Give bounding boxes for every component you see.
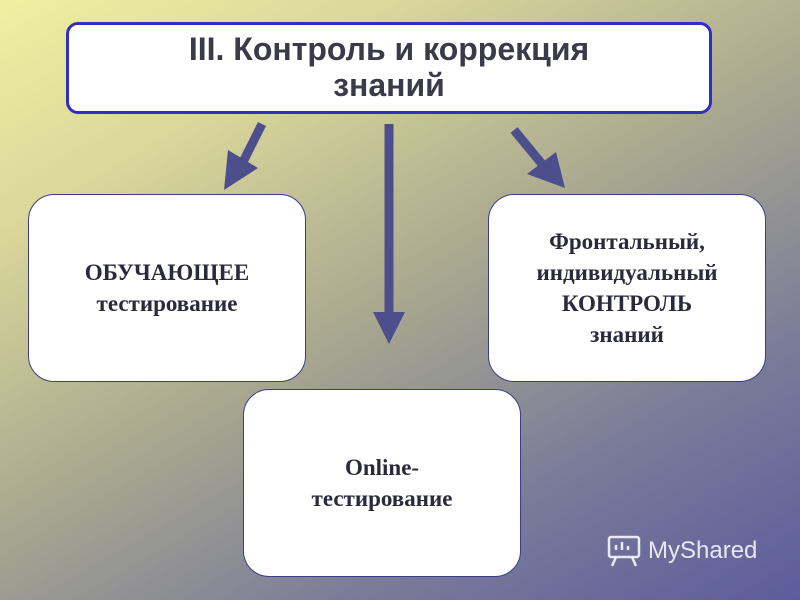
- arrowhead-right: [527, 152, 565, 188]
- node-right-line-1: Фронтальный,: [549, 228, 705, 254]
- arrowhead-left: [224, 150, 258, 190]
- node-online-testing: Online- тестирование: [243, 389, 521, 577]
- title-line-2: знаний: [333, 67, 445, 103]
- node-right-line-3: КОНТРОЛЬ: [561, 291, 693, 316]
- node-right-line-4: знаний: [590, 322, 664, 348]
- node-bottom-line-2: тестирование: [311, 486, 453, 511]
- arrowhead-center: [373, 312, 405, 344]
- node-left-line-2: тестирование: [96, 291, 238, 316]
- node-knowledge-control: Фронтальный, индивидуальный КОНТРОЛЬ зна…: [488, 194, 766, 382]
- presentation-board-icon: [607, 535, 641, 567]
- title-box: III. Контроль и коррекция знаний: [66, 22, 712, 114]
- watermark: MyShared: [606, 534, 757, 568]
- node-training-testing: ОБУЧАЮЩЕЕ тестирование: [28, 194, 306, 382]
- node-left-line-1: ОБУЧАЮЩЕЕ: [84, 259, 250, 285]
- arrow-right: [510, 127, 546, 167]
- arrow-left: [237, 121, 267, 167]
- title-line-1: III. Контроль и коррекция: [188, 31, 590, 68]
- node-right-line-2: индивидуальный: [536, 259, 718, 285]
- node-bottom-line-1: Online-: [344, 454, 420, 480]
- watermark-text: MyShared: [648, 537, 758, 564]
